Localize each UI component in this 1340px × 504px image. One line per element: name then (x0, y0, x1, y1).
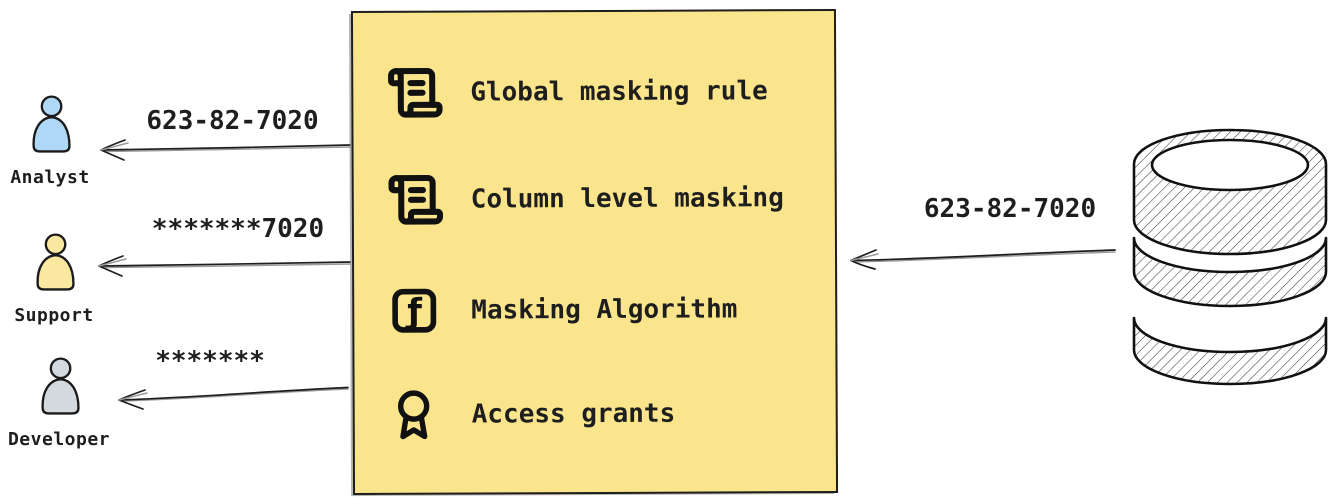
arrow-box-to-analyst (100, 139, 351, 161)
database-icon (1132, 128, 1328, 386)
mask-item-column-masking: Column level masking (354, 166, 835, 232)
arrow-box-to-support (98, 255, 351, 277)
mask-item-global-rule: Global masking rule (353, 59, 834, 125)
persona-name-developer: Developer (7, 429, 111, 450)
persona-developer: Developer (6, 348, 112, 450)
arrow-box-to-developer (118, 386, 349, 410)
persona-support: Support (4, 224, 104, 326)
mask-item-label: Access grants (471, 398, 676, 430)
award-icon (388, 387, 450, 443)
person-icon-developer (41, 357, 80, 415)
masked-value-analyst: 623-82-7020 (146, 106, 319, 136)
scroll-icon (386, 64, 448, 122)
mask-item-access-grants: Access grants (355, 381, 836, 447)
masked-value-developer: ******* (155, 346, 265, 376)
function-icon: ƒ (387, 284, 449, 338)
persona-name-support: Support (14, 305, 94, 326)
db-value-label: 623-82-7020 (923, 194, 1097, 224)
masked-value-support: *******7020 (151, 214, 325, 244)
mask-item-masking-algorithm: ƒ Masking Algorithm (354, 277, 835, 343)
mask-item-label: Column level masking (470, 183, 784, 215)
persona-analyst: Analyst (0, 86, 100, 188)
svg-text:ƒ: ƒ (405, 291, 422, 330)
mask-item-label: Global masking rule (470, 76, 768, 108)
person-icon-support (36, 233, 75, 291)
scroll-icon (387, 171, 449, 229)
arrow-db-to-box (850, 249, 1116, 270)
persona-name-analyst: Analyst (10, 167, 90, 188)
masking-rules-box: Global masking rule Column level masking… (350, 8, 839, 496)
mask-item-label: Masking Algorithm (471, 294, 738, 326)
person-icon-analyst (32, 95, 71, 153)
